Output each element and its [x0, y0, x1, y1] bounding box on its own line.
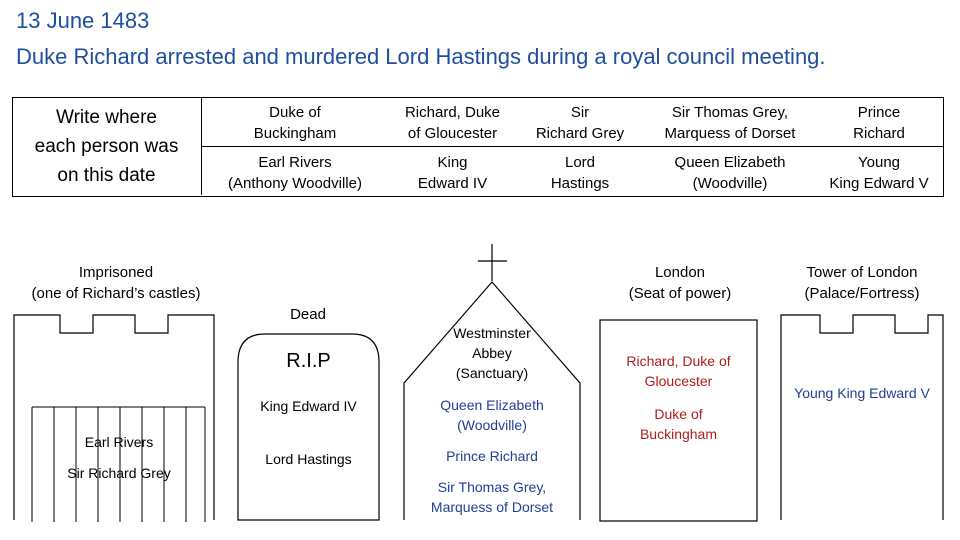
abbey-occupant: Sir Thomas Grey,Marquess of Dorset — [430, 479, 554, 515]
grid-row-divider — [202, 146, 943, 147]
people-grid — [12, 97, 944, 197]
abbey-label: Westminster Abbey (Sanctuary) — [453, 325, 531, 381]
dead-occupant: Lord Hastings — [265, 451, 352, 467]
tower-outline — [780, 314, 944, 520]
dead-label: Dead — [290, 306, 326, 323]
page-subtitle: Duke Richard arrested and murdered Lord … — [16, 44, 826, 69]
abbey-occupant: Prince Richard — [446, 448, 538, 464]
gravestone — [237, 333, 380, 521]
prison-bars — [31, 406, 206, 522]
london-box — [599, 319, 758, 522]
tower-occupant: Young King Edward V — [794, 385, 930, 401]
page-date: 13 June 1483 — [16, 8, 150, 33]
grid-cell-earl-rivers[interactable]: Earl Rivers(Anthony Woodville) — [228, 154, 362, 192]
london-label: London (Seat of power) — [628, 264, 732, 302]
dead-occupant: King Edward IV — [260, 398, 357, 414]
imprisoned-occupant: Earl Rivers — [84, 434, 154, 450]
abbey-outline — [403, 281, 581, 520]
grid-cell-thomas-grey[interactable]: Sir Thomas Grey,Marquess of Dorset — [664, 104, 796, 142]
cross-icon — [478, 244, 507, 281]
castle-outline — [13, 314, 215, 520]
grid-prompt: Write where each person was on this date — [12, 97, 202, 195]
rip-text: R.I.P — [286, 350, 331, 372]
abbey-occupant: Queen Elizabeth(Woodville) — [440, 397, 544, 433]
grid-cell-queen-elizabeth[interactable]: Queen Elizabeth(Woodville) — [674, 154, 786, 192]
tower-label: Tower of London (Palace/Fortress) — [804, 264, 920, 302]
imprisoned-occupant: Sir Richard Grey — [67, 465, 171, 481]
imprisoned-label: Imprisoned (one of Richard’s castles) — [31, 264, 201, 302]
